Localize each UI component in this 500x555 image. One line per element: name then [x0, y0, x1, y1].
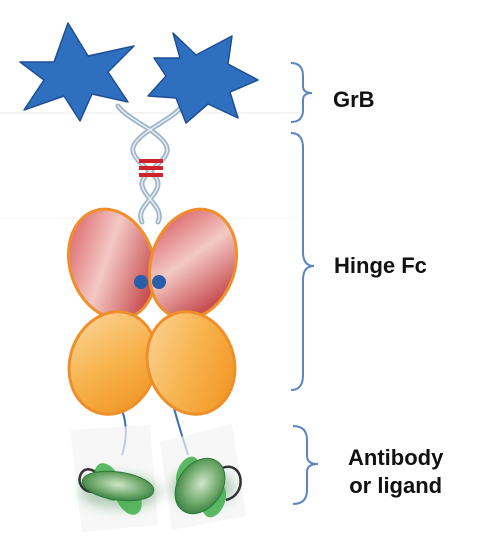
bracket-antibody	[292, 425, 319, 505]
bracket-hinge-fc	[290, 132, 315, 391]
antibody-label-line2: or ligand	[349, 473, 443, 498]
fc-lower-right-domain	[145, 310, 237, 416]
fc-dot-right	[152, 275, 166, 289]
grb-label: GrB	[333, 87, 375, 112]
fc-dot-left	[134, 275, 148, 289]
ligand-right-icon	[160, 424, 246, 530]
grb-star-left-icon	[19, 22, 135, 122]
bracket-grb	[290, 62, 313, 123]
antibody-ligand-label: Antibody or ligand	[348, 444, 443, 500]
hinge-fc-label: Hinge Fc	[334, 253, 427, 278]
hinge-helix-icon	[115, 103, 185, 225]
antibody-label-line1: Antibody	[348, 445, 444, 470]
ligand-left-icon	[70, 425, 160, 532]
fc-lower-domains	[67, 310, 237, 416]
grb-star-right-icon	[147, 32, 259, 124]
fc-upper-domains	[66, 207, 239, 321]
disulfide-bond-icon	[139, 159, 163, 177]
